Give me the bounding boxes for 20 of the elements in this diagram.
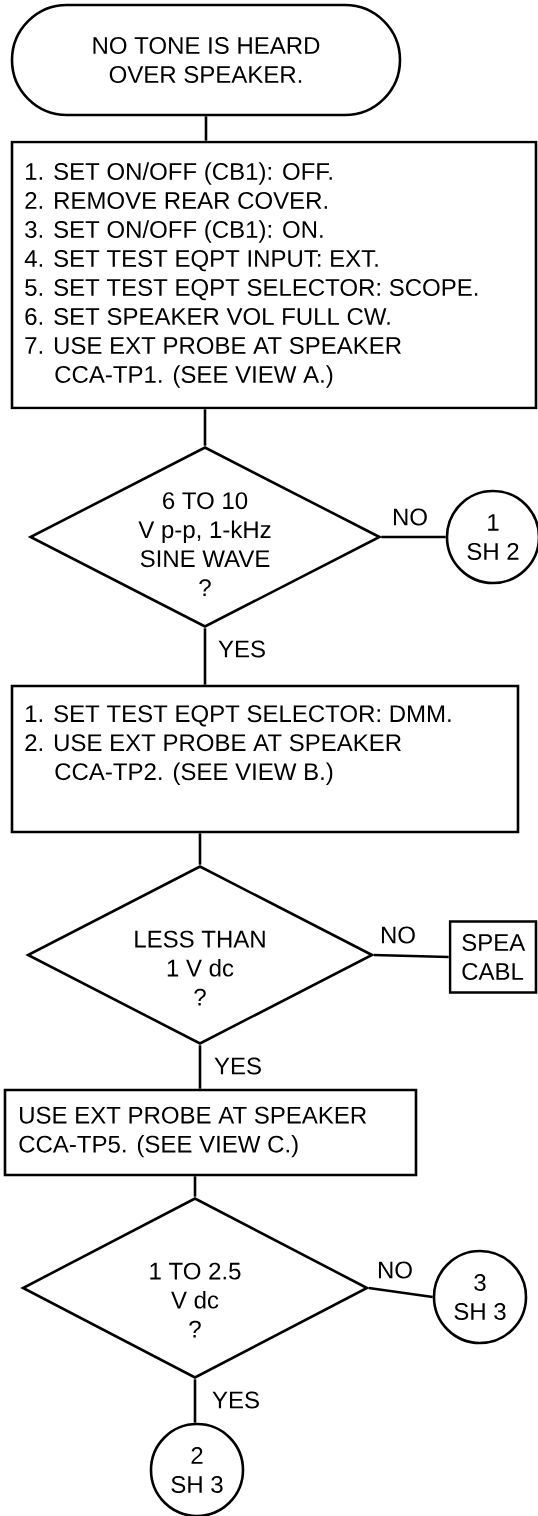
process-box: 1. SET TEST EQPT SELECTOR: DMM. 2. USE EXT PROBE AT SPEAKER CCA-TP2. (SEE VIEW B.): [10, 684, 520, 834]
connector-line: [203, 409, 207, 446]
edge-label: YES: [213, 1056, 263, 1076]
connector-line: [198, 833, 202, 865]
connector-line: [381, 535, 446, 539]
connector-line: [203, 628, 207, 685]
edge-label: YES: [211, 1390, 261, 1410]
connector-line: [198, 1045, 202, 1089]
process-box: SPEA CABL: [448, 920, 538, 994]
connector-line: [373, 953, 449, 959]
connector-line: [193, 1176, 197, 1197]
process-box: USE EXT PROBE AT SPEAKER CCA-TP5. (SEE VIEW C.): [3, 1088, 418, 1177]
connector-line: [204, 116, 208, 141]
edge-label: NO: [391, 507, 429, 527]
connector-line: [368, 1286, 433, 1299]
process-box: 1. SET ON/OFF (CB1): OFF. 2. REMOVE REAR COVER. 3. SET ON/OFF (CB1): ON. 4. SET TEST EQPT INPUT: EXT. 5. SET TEST EQPT SELECTOR: SCOPE. 6. SET SPEAKER VOL FULL CW. 7. USE EXT PROBE AT SPEAKER CCA-TP1. (SEE VIEW A.): [10, 140, 538, 410]
connector-line: [193, 1379, 197, 1423]
edge-label: YES: [217, 639, 267, 659]
edge-label: NO: [379, 925, 417, 945]
edge-label: NO: [376, 1260, 414, 1280]
